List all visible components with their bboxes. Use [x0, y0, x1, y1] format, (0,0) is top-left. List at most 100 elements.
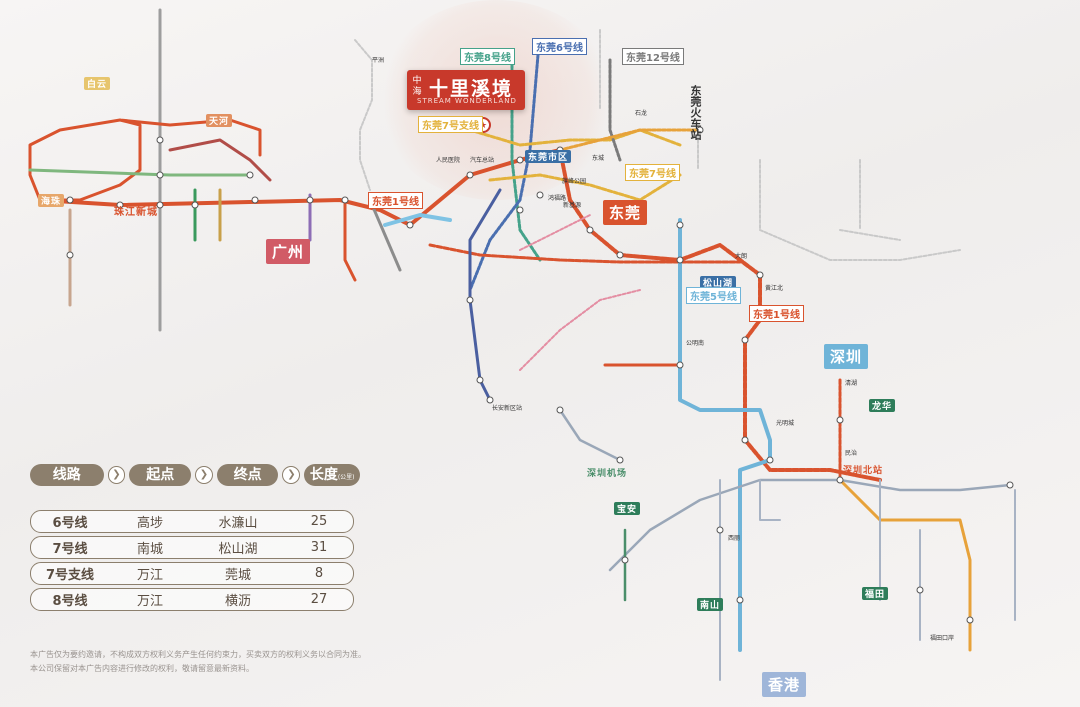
- station-dot: [736, 596, 744, 604]
- district-songshanhu: 松山湖: [700, 276, 737, 289]
- line-dg2-main: [428, 243, 742, 264]
- header-end: 终点: [216, 464, 279, 486]
- station-label: 人民医院: [436, 156, 460, 164]
- cell-end: 水濂山: [218, 516, 258, 531]
- station-dot: [836, 476, 844, 484]
- disclaimer-line: 本公司保留对本广告内容进行修改的权利，敬请留意最新资料。: [30, 664, 254, 673]
- station-dot: [536, 191, 544, 199]
- line-dg2: [558, 128, 702, 152]
- station-label: 公明南: [686, 339, 704, 347]
- station-label: 汽车总站: [470, 156, 494, 164]
- header-start: 起点: [129, 464, 191, 486]
- table-row: 7号支线 万江 莞城 8: [30, 562, 354, 585]
- cell-start: 万江: [136, 568, 163, 583]
- station-dot: [466, 171, 474, 179]
- table-row: 7号线 南城 松山湖 31: [30, 536, 354, 559]
- brand-logo: 中海 十里溪境 STREAM WONDERLAND: [407, 70, 525, 110]
- station-dot: [621, 556, 629, 564]
- station-dot: [156, 201, 164, 209]
- station-label: 石龙: [635, 109, 647, 117]
- district-futian: 福田: [862, 587, 889, 600]
- station-dot: [676, 256, 684, 264]
- station-dot: [246, 171, 254, 179]
- city-hongkong: 香港: [762, 672, 807, 697]
- district-longhua: 龙华: [869, 399, 896, 412]
- line-gz-green: [28, 168, 252, 177]
- tag-line12: 东莞12号线: [622, 48, 684, 65]
- station-dot: [191, 201, 199, 209]
- station-label: 西丽: [728, 535, 740, 542]
- station-dot: [406, 221, 414, 229]
- station-dot: [741, 336, 749, 344]
- table-row: 8号线 万江 横沥 27: [30, 588, 354, 611]
- cell-line: 8号线: [52, 594, 88, 609]
- line-pink: [519, 214, 641, 371]
- tag-line1-dg: 东莞1号线: [749, 305, 804, 322]
- cell-end: 横沥: [224, 594, 251, 609]
- line-sz-orange: [838, 478, 972, 652]
- station-dot: [741, 436, 749, 444]
- tag-dgstation: 东莞火车站: [689, 85, 702, 140]
- station-dot: [476, 376, 484, 384]
- chevron-right-icon: ❯: [282, 466, 301, 484]
- district-zhujiang: 珠江新城: [114, 207, 158, 218]
- disclaimer: 本广告仅为要约邀请，不构成双方权利义务产生任何约束力，买卖双方的权利义务以合同为…: [30, 648, 366, 676]
- city-guangzhou: 广州: [266, 239, 311, 264]
- station-label: 长安新区站: [492, 404, 522, 412]
- station-label: 清湖: [845, 379, 857, 387]
- district-dgcity: 东莞市区: [525, 150, 572, 163]
- cell-line: 7号支线: [45, 568, 95, 583]
- line-gz-darkred: [168, 138, 272, 182]
- tag-line7: 东莞7号线: [625, 164, 680, 181]
- table-header: 线路 ❯ 起点 ❯ 终点 ❯ 长度(公里): [30, 463, 360, 487]
- station-label: 黄江北: [765, 284, 783, 292]
- station-dot: [556, 406, 564, 414]
- line-dg6: [468, 53, 540, 292]
- svg-text:★: ★: [479, 121, 487, 131]
- station-dot: [466, 296, 474, 304]
- station-dot: [341, 196, 349, 204]
- cell-length: 25: [310, 514, 328, 529]
- station-dot: [696, 126, 704, 134]
- station-label: 鸿福路: [548, 194, 566, 202]
- district-baiyun: 白云: [84, 77, 111, 90]
- header-line: 线路: [30, 464, 104, 486]
- station-dot: [66, 251, 74, 259]
- disclaimer-line: 本广告仅为要约邀请，不构成双方权利义务产生任何约束力，买卖双方的权利义务以合同为…: [30, 650, 366, 659]
- station-dot: [616, 456, 624, 464]
- line-sz-grey: [608, 478, 1012, 572]
- tag-line7b: 东莞7号支线: [418, 116, 483, 133]
- cell-start: 高埗: [136, 516, 163, 531]
- line-dg5: [678, 218, 772, 652]
- line-sz-v5: [759, 479, 781, 521]
- district-baoan: 宝安: [614, 502, 641, 515]
- cell-length: 31: [310, 540, 328, 555]
- tag-line5: 东莞5号线: [686, 287, 741, 304]
- station-dot: [1006, 481, 1014, 489]
- station-label: 平洲: [372, 57, 384, 64]
- cell-end: 松山湖: [218, 542, 258, 557]
- line-gz-blue: [383, 213, 452, 227]
- station-dot: [966, 616, 974, 624]
- station-dot: [836, 416, 844, 424]
- cell-line: 7号线: [52, 542, 88, 557]
- station-dot: [486, 396, 494, 404]
- line-gz-orange: [28, 118, 262, 202]
- tag-line8: 东莞8号线: [460, 48, 515, 65]
- station-dot: [516, 156, 524, 164]
- station-label: 民治: [845, 449, 857, 457]
- station-dot: [676, 221, 684, 229]
- tag-line1-gz: 东莞1号线: [368, 192, 423, 209]
- station-dot: [251, 196, 259, 204]
- station-dot: [156, 136, 164, 144]
- station-label: 旗峰公园: [562, 177, 586, 185]
- cell-length: 8: [314, 566, 324, 581]
- station-dot: [156, 171, 164, 179]
- tag-line6: 东莞6号线: [532, 38, 587, 55]
- cell-start: 万江: [136, 594, 163, 609]
- station-dot: [766, 456, 774, 464]
- city-dongguan: 东莞: [603, 200, 648, 225]
- station-label: 大朗: [735, 252, 747, 260]
- chevron-right-icon: ❯: [107, 466, 126, 484]
